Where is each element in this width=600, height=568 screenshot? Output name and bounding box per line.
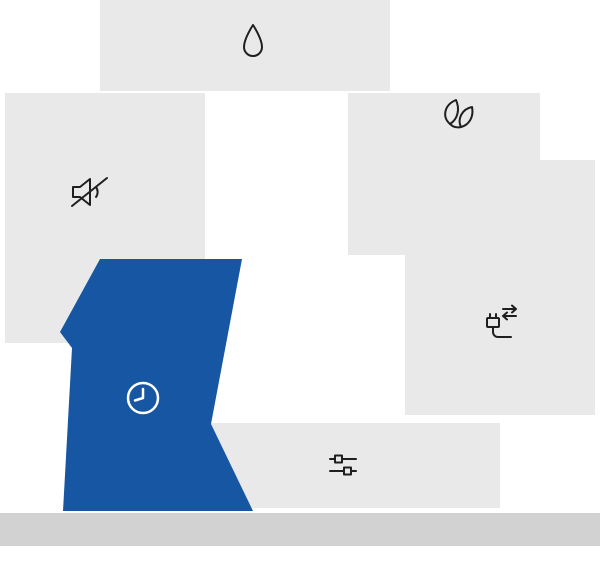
water-drop-icon <box>240 22 266 62</box>
connectivity-tile <box>405 160 595 415</box>
settings-tile <box>210 423 500 508</box>
leaves-icon <box>437 96 477 132</box>
sliders-icon <box>325 449 361 481</box>
plug-sync-icon <box>480 302 520 342</box>
clock-icon <box>121 376 165 420</box>
speaker-muted-icon <box>68 172 112 212</box>
footer-bar <box>0 513 600 546</box>
